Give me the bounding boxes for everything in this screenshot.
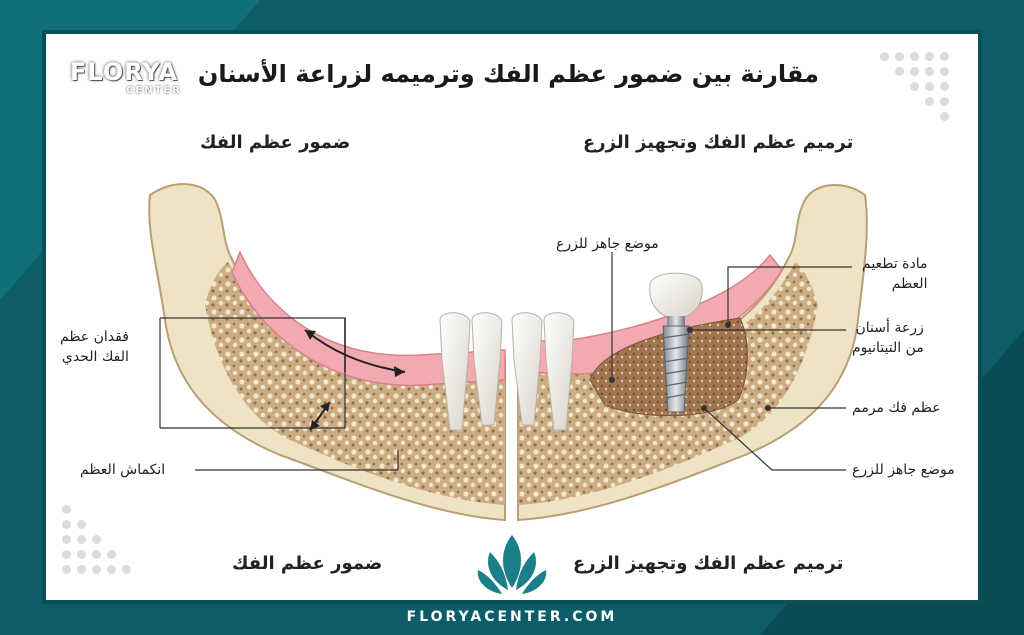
label-implant-site-top: موضع جاهز للزرع (556, 236, 659, 252)
label-titanium-implant: زرعة أسنان من التيتانيوم (852, 320, 924, 356)
logo-subtext: CENTER (126, 85, 182, 96)
lotus-emblem-icon (477, 535, 547, 594)
label-graft-material: مادة تطعيم العظم (862, 256, 928, 292)
label-bone-shrinkage: انكماش العظم (80, 462, 166, 478)
brand-logo: FLORYA CENTER (70, 58, 182, 100)
logo-wordmark: FLORYA (70, 58, 179, 86)
right-panel-caption: ترميم عظم الفك وتجهيز الزرع (573, 553, 844, 574)
right-panel-heading: ترميم عظم الفك وتجهيز الزرع (583, 132, 854, 153)
label-restored-bone: عظم فك مرمم (852, 400, 941, 416)
left-panel-caption: ضمور عظم الفك (232, 553, 383, 574)
page-title: مقارنة بين ضمور عظم الفك وترميمه لزراعة … (197, 60, 819, 88)
label-implant-site-bottom: موضع جاهز للزرع (852, 462, 955, 478)
left-panel-heading: ضمور عظم الفك (200, 132, 351, 153)
atrophied-jaw-half (148, 183, 506, 522)
footer-url: FLORYACENTER.COM (406, 609, 618, 625)
label-bone-loss: فقدان عظم الفك الحدي (60, 329, 129, 365)
restored-jaw-half (511, 183, 868, 522)
